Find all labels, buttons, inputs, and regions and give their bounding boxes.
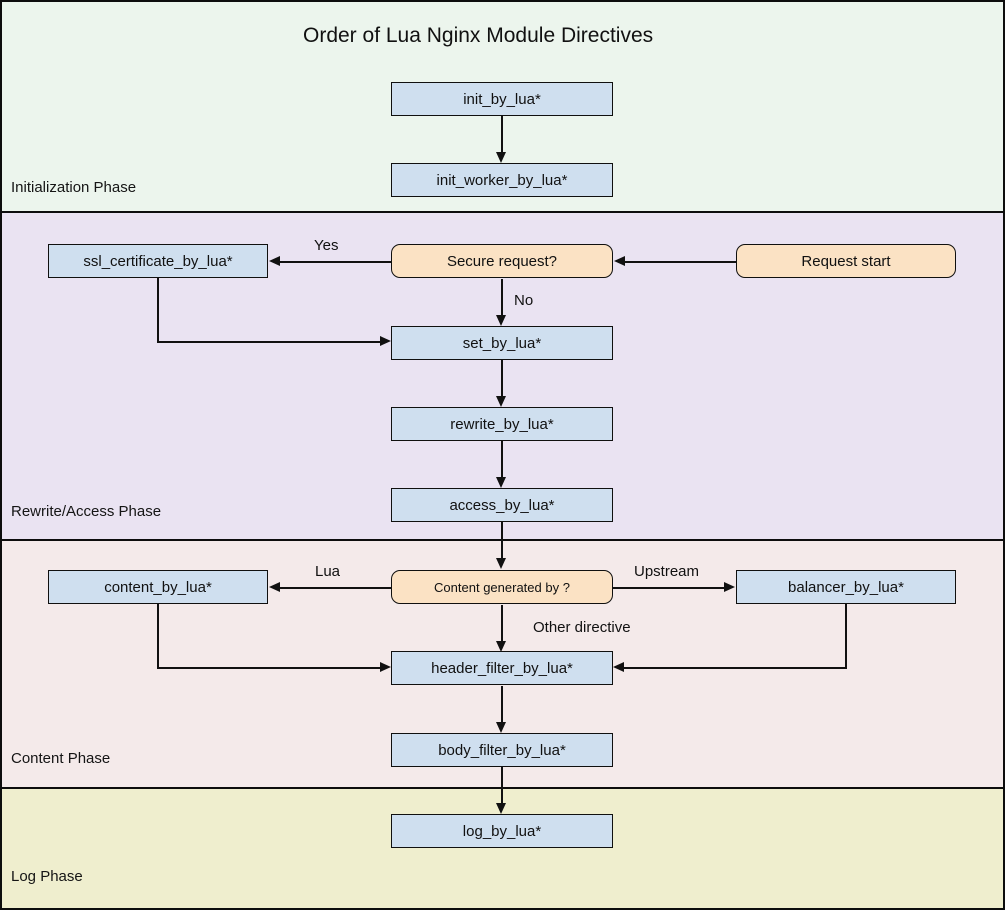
lane-label-log: Log Phase bbox=[11, 868, 83, 885]
edge-contentgen-to-contentlua-line bbox=[279, 587, 391, 589]
edge-label-no: No bbox=[514, 292, 534, 309]
chart-title: Order of Lua Nginx Module Directives bbox=[303, 24, 654, 47]
lane-label-rewrite-access: Rewrite/Access Phase bbox=[11, 503, 162, 520]
node-init-worker-by-lua[interactable]: init_worker_by_lua* bbox=[391, 163, 613, 197]
edge-requeststart-to-secure-arrowhead bbox=[614, 256, 625, 266]
node-content-by-lua[interactable]: content_by_lua* bbox=[48, 570, 268, 604]
edge-ssl-to-set-vline bbox=[157, 278, 159, 343]
edge-contentlua-to-headerfilter-vline bbox=[157, 604, 159, 669]
edge-init-to-initworker-line bbox=[501, 116, 503, 155]
edge-rewrite-to-access-arrowhead bbox=[496, 477, 506, 488]
node-access-by-lua[interactable]: access_by_lua* bbox=[391, 488, 613, 522]
edge-ssl-to-set-hline bbox=[157, 341, 381, 343]
edge-ssl-to-set-arrowhead bbox=[380, 336, 391, 346]
edge-secure-to-ssl-line bbox=[279, 261, 391, 263]
edge-headerfilter-to-bodyfilter-line bbox=[501, 686, 503, 725]
node-content-generated-by[interactable]: Content generated by ? bbox=[391, 570, 613, 604]
edge-secure-to-set-line bbox=[501, 279, 503, 318]
edge-init-to-initworker-arrowhead bbox=[496, 152, 506, 163]
edge-secure-to-ssl-arrowhead bbox=[269, 256, 280, 266]
edge-set-to-rewrite-arrowhead bbox=[496, 396, 506, 407]
edge-contentgen-to-balancer-line bbox=[613, 587, 725, 589]
edge-headerfilter-to-bodyfilter-arrowhead bbox=[496, 722, 506, 733]
node-set-by-lua[interactable]: set_by_lua* bbox=[391, 326, 613, 360]
edge-requeststart-to-secure-line bbox=[624, 261, 736, 263]
node-header-filter-by-lua[interactable]: header_filter_by_lua* bbox=[391, 651, 613, 685]
node-request-start[interactable]: Request start bbox=[736, 244, 956, 278]
edge-balancer-to-headerfilter-hline bbox=[623, 667, 847, 669]
edge-balancer-to-headerfilter-arrowhead bbox=[613, 662, 624, 672]
edge-label-upstream: Upstream bbox=[634, 563, 700, 580]
edge-balancer-to-headerfilter-vline bbox=[845, 604, 847, 669]
edge-contentgen-to-headerfilter-line bbox=[501, 605, 503, 644]
edge-contentgen-to-headerfilter-arrowhead bbox=[496, 641, 506, 652]
edge-bodyfilter-to-log-line bbox=[501, 767, 503, 806]
edge-rewrite-to-access-line bbox=[501, 441, 503, 480]
edge-label-lua: Lua bbox=[315, 563, 341, 580]
lane-label-content: Content Phase bbox=[11, 750, 111, 767]
node-secure-request[interactable]: Secure request? bbox=[391, 244, 613, 278]
edge-contentlua-to-headerfilter-arrowhead bbox=[380, 662, 391, 672]
node-log-by-lua[interactable]: log_by_lua* bbox=[391, 814, 613, 848]
edge-secure-to-set-arrowhead bbox=[496, 315, 506, 326]
lane-label-initialization: Initialization Phase bbox=[11, 179, 137, 196]
edge-access-to-contentgen-line bbox=[501, 522, 503, 561]
edge-contentlua-to-headerfilter-hline bbox=[157, 667, 381, 669]
node-init-by-lua[interactable]: init_by_lua* bbox=[391, 82, 613, 116]
edge-label-yes: Yes bbox=[314, 237, 339, 254]
edge-contentgen-to-contentlua-arrowhead bbox=[269, 582, 280, 592]
edge-access-to-contentgen-arrowhead bbox=[496, 558, 506, 569]
node-body-filter-by-lua[interactable]: body_filter_by_lua* bbox=[391, 733, 613, 767]
node-rewrite-by-lua[interactable]: rewrite_by_lua* bbox=[391, 407, 613, 441]
edge-set-to-rewrite-line bbox=[501, 360, 503, 399]
node-ssl-certificate-by-lua[interactable]: ssl_certificate_by_lua* bbox=[48, 244, 268, 278]
node-balancer-by-lua[interactable]: balancer_by_lua* bbox=[736, 570, 956, 604]
edge-contentgen-to-balancer-arrowhead bbox=[724, 582, 735, 592]
edge-label-other-directive: Other directive bbox=[533, 619, 631, 636]
edge-bodyfilter-to-log-arrowhead bbox=[496, 803, 506, 814]
